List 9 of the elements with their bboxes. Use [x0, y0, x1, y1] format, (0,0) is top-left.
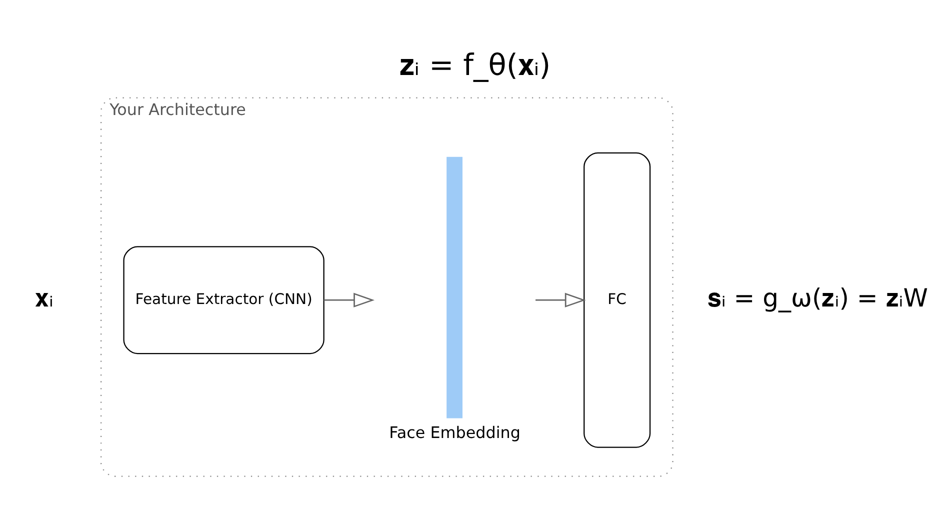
arrow: [535, 292, 586, 308]
diagram-title: 𝐳ᵢ = f_θ(𝐱ᵢ): [398, 48, 550, 82]
node-box: Feature Extractor (CNN): [122, 246, 324, 354]
label: 𝐱ᵢ: [34, 283, 53, 312]
node-box: [446, 156, 462, 418]
node-label: Face Embedding: [388, 422, 520, 442]
label: 𝐬ᵢ = g_ω(𝐳ᵢ) = 𝐳ᵢW: [706, 283, 928, 312]
node-box: FC: [583, 152, 650, 448]
arrow: [323, 292, 374, 308]
